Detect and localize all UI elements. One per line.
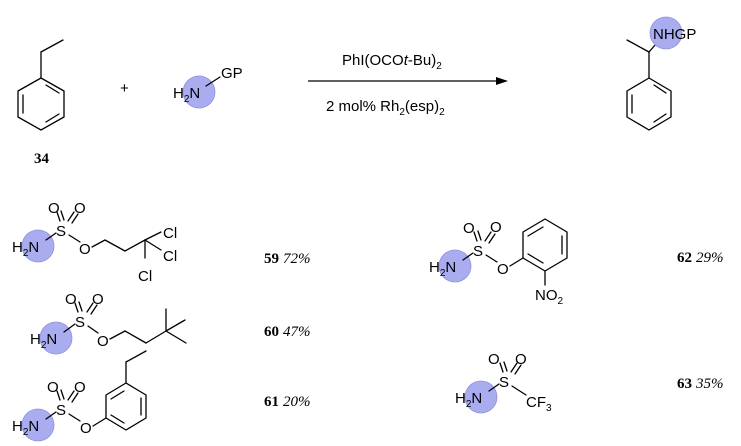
nitrogen-highlight-ball: [182, 75, 216, 109]
svg-text:S: S: [473, 243, 483, 260]
svg-text:O: O: [515, 351, 527, 368]
entry-62-structure: H2N S O O O NO2: [429, 218, 568, 307]
svg-text:S: S: [56, 223, 66, 240]
svg-text:Cl: Cl: [138, 268, 152, 285]
svg-text:Cl: Cl: [163, 248, 177, 265]
reaction-arrow: [308, 77, 508, 85]
svg-text:H2N: H2N: [455, 390, 482, 410]
product-structure: [626, 16, 683, 131]
svg-text:O: O: [47, 379, 59, 396]
entry-61-structure: H2N S O O O: [12, 350, 147, 442]
svg-text:O: O: [48, 200, 60, 217]
svg-text:O: O: [488, 351, 500, 368]
svg-text:H2N: H2N: [30, 331, 57, 351]
svg-text:H2N: H2N: [173, 85, 200, 105]
svg-text:NO2: NO2: [535, 287, 564, 307]
svg-text:O: O: [92, 291, 104, 308]
reagent-catalyst: 2 mol% Rh2(esp)2: [326, 98, 445, 118]
protecting-group-label: GP: [221, 65, 243, 82]
svg-text:O: O: [74, 379, 86, 396]
svg-text:H2N: H2N: [429, 259, 456, 279]
svg-text:O: O: [97, 333, 109, 350]
svg-text:O: O: [463, 220, 475, 237]
entry-63-structure: H2N S O O CF3: [455, 351, 552, 414]
product-nitrogen-ball: [649, 16, 683, 50]
entry-59-structure: H2N S O O O Cl Cl Cl: [12, 200, 177, 285]
substrate-label: 34: [34, 151, 50, 167]
svg-text:S: S: [499, 374, 509, 391]
svg-text:O: O: [497, 261, 509, 278]
substrate-34-structure: [17, 39, 65, 131]
svg-text:S: S: [56, 402, 66, 419]
entry-60-structure: H2N S O O O: [30, 291, 187, 355]
svg-text:O: O: [80, 420, 92, 437]
reagent-oxidant: PhI(OCOt-Bu)2: [342, 52, 442, 72]
svg-text:Cl: Cl: [163, 225, 177, 242]
svg-text:H2N: H2N: [12, 418, 39, 438]
svg-text:O: O: [490, 219, 502, 236]
nitrogen-source: H2N GP: [173, 65, 243, 109]
product-nhgp-label: NHGP: [653, 26, 696, 43]
svg-text:O: O: [74, 200, 86, 217]
svg-text:O: O: [65, 291, 77, 308]
plus-sign: +: [120, 80, 129, 97]
svg-text:S: S: [75, 314, 85, 331]
svg-text:CF3: CF3: [526, 394, 552, 414]
svg-text:H2N: H2N: [12, 239, 39, 259]
svg-text:O: O: [79, 241, 91, 258]
